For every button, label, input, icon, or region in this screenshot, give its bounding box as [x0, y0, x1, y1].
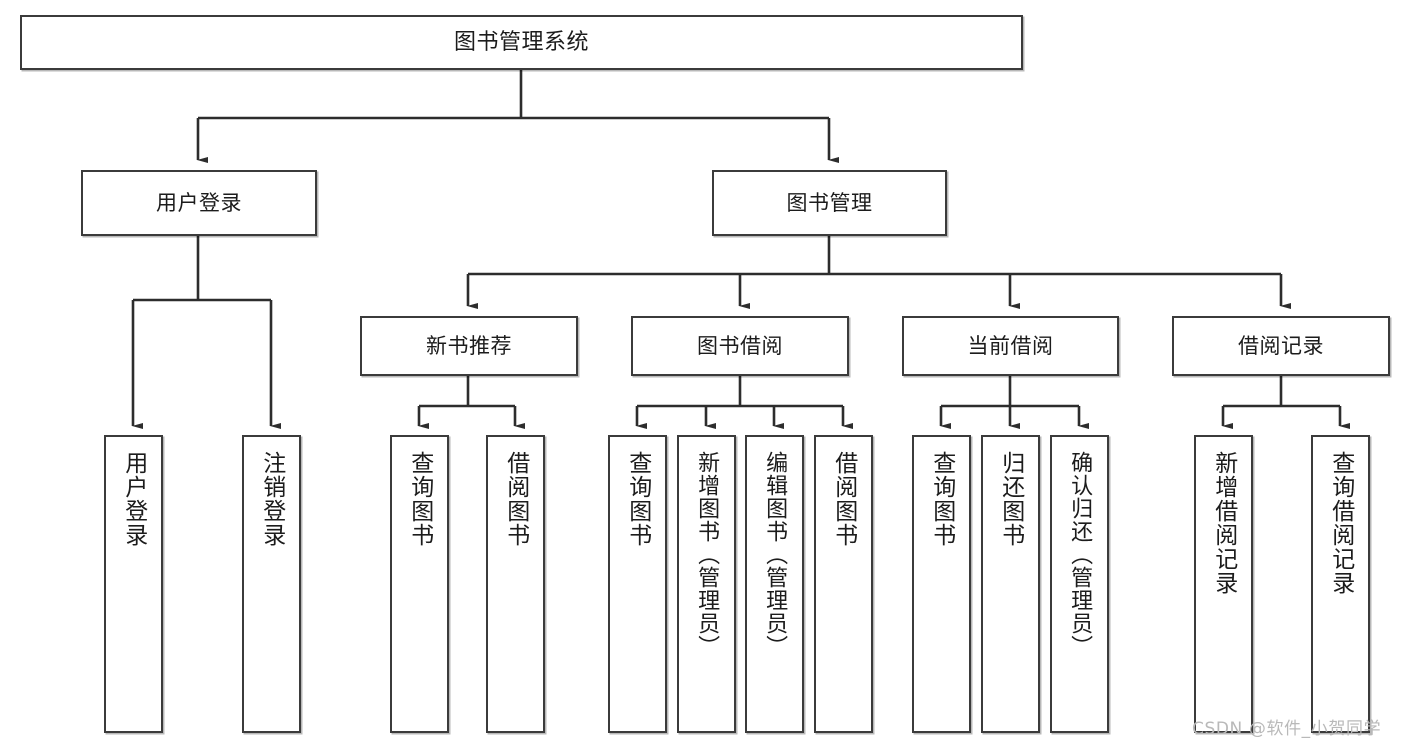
node-label: 用户登录: [156, 190, 242, 215]
node-label: 当前借阅: [967, 333, 1054, 358]
node-label: 图书管理: [786, 190, 873, 215]
node-root-system[interactable]: 图书管理系统: [20, 15, 1023, 70]
leaf-new-book-borrow[interactable]: 借阅图书: [486, 435, 545, 733]
node-label: 查询图书: [406, 451, 433, 547]
node-label: 确认归还（管理员）: [1067, 451, 1093, 658]
leaf-current-borrow-return[interactable]: 归还图书: [981, 435, 1040, 733]
leaf-book-borrow-add[interactable]: 新增图书（管理员）: [677, 435, 736, 733]
node-label: 图书借阅: [697, 333, 783, 358]
node-new-book-recommend[interactable]: 新书推荐: [360, 316, 578, 376]
leaf-user-login-logout[interactable]: 注销登录: [242, 435, 301, 733]
node-label: 借阅记录: [1238, 333, 1324, 358]
leaf-current-borrow-confirm-return[interactable]: 确认归还（管理员）: [1050, 435, 1109, 733]
leaf-book-borrow-edit[interactable]: 编辑图书（管理员）: [745, 435, 804, 733]
node-label: 用户登录: [120, 451, 147, 547]
node-book-management[interactable]: 图书管理: [712, 170, 947, 236]
leaf-book-borrow-borrow[interactable]: 借阅图书: [814, 435, 873, 733]
node-label: 新增借阅记录: [1210, 451, 1237, 595]
node-label: 借阅图书: [502, 451, 529, 547]
leaf-new-book-query[interactable]: 查询图书: [390, 435, 449, 733]
node-user-login[interactable]: 用户登录: [81, 170, 317, 236]
leaf-user-login-login[interactable]: 用户登录: [104, 435, 163, 733]
node-book-borrow[interactable]: 图书借阅: [631, 316, 849, 376]
node-label: 查询图书: [624, 451, 651, 547]
node-label: 归还图书: [997, 451, 1024, 547]
node-label: 借阅图书: [830, 451, 857, 547]
leaf-borrow-records-add[interactable]: 新增借阅记录: [1194, 435, 1253, 733]
node-label: 图书管理系统: [453, 29, 589, 55]
csdn-watermark: CSDN @软件_小贺同学: [1192, 719, 1382, 739]
leaf-book-borrow-query[interactable]: 查询图书: [608, 435, 667, 733]
node-label: 查询借阅记录: [1327, 451, 1354, 595]
node-label: 编辑图书（管理员）: [762, 451, 788, 658]
leaf-borrow-records-query[interactable]: 查询借阅记录: [1311, 435, 1370, 733]
node-label: 新增图书（管理员）: [694, 451, 720, 658]
leaf-current-borrow-query[interactable]: 查询图书: [912, 435, 971, 733]
node-label: 查询图书: [928, 451, 955, 547]
node-current-borrow[interactable]: 当前借阅: [902, 316, 1119, 376]
node-label: 注销登录: [258, 451, 285, 547]
node-borrow-records[interactable]: 借阅记录: [1172, 316, 1390, 376]
node-label: 新书推荐: [426, 333, 512, 358]
